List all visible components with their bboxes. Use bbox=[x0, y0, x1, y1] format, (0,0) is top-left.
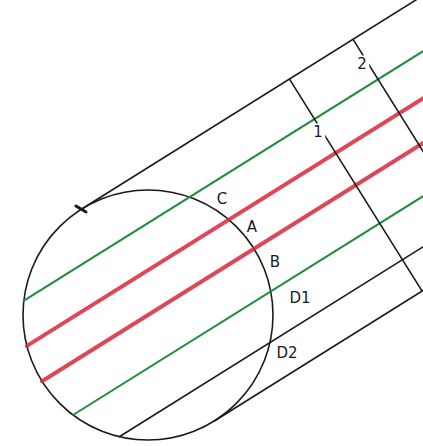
boundary-line bbox=[214, 183, 423, 422]
section-number: 1 bbox=[311, 124, 325, 141]
red-line bbox=[27, 44, 423, 346]
black-line bbox=[119, 151, 423, 437]
tick-mark bbox=[76, 206, 86, 212]
section-line bbox=[353, 39, 423, 251]
red-line bbox=[42, 77, 423, 382]
section-line bbox=[290, 79, 423, 291]
line-label: D1 bbox=[287, 290, 312, 307]
green-line bbox=[24, 10, 423, 300]
line-label: C bbox=[215, 191, 229, 208]
line-label: D2 bbox=[274, 345, 299, 362]
line-label: A bbox=[245, 219, 259, 236]
section-number: 2 bbox=[355, 56, 369, 73]
green-line bbox=[73, 115, 423, 415]
boundary-line bbox=[82, 0, 423, 209]
line-label: B bbox=[268, 254, 282, 271]
